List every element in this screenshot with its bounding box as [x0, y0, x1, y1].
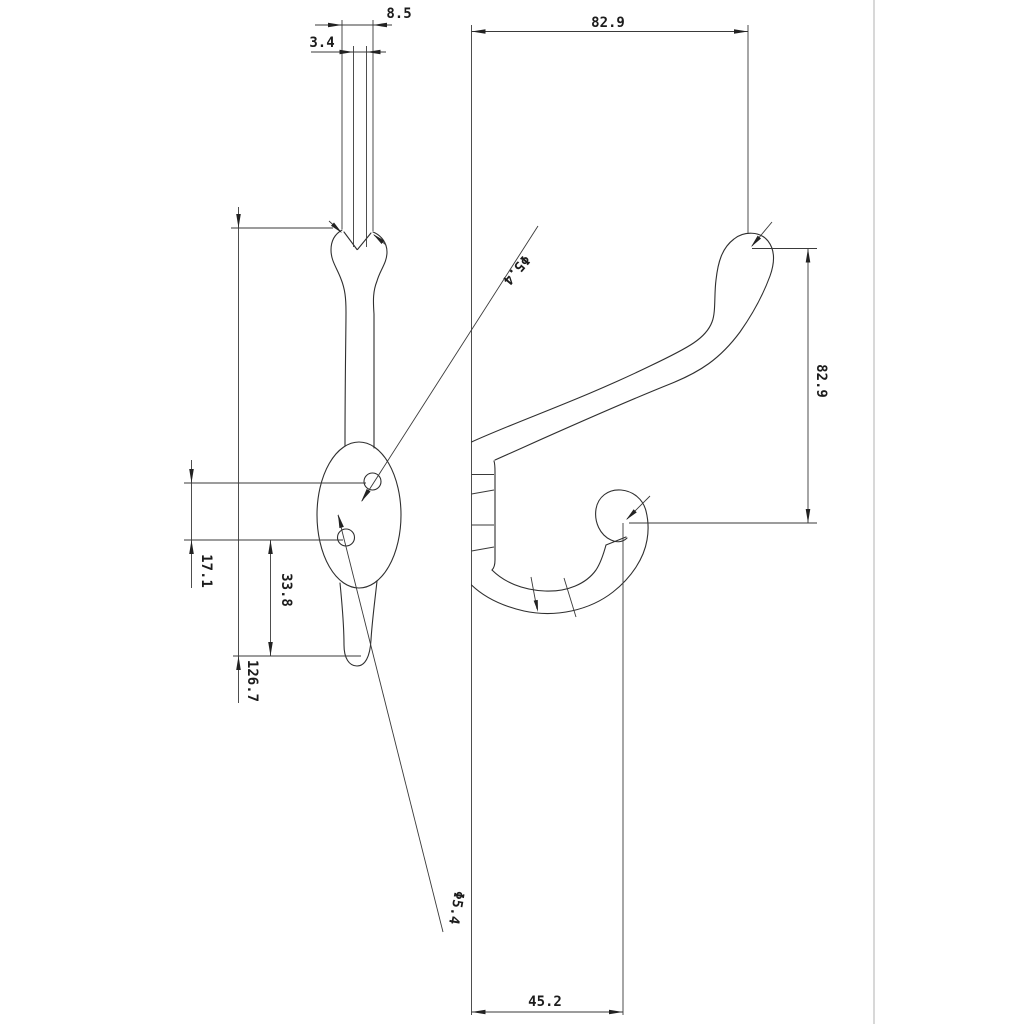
- arrowhead: [373, 234, 385, 245]
- arrowhead: [338, 514, 344, 529]
- arrowhead: [533, 599, 538, 612]
- arrowhead: [626, 509, 637, 520]
- dim-text-tip-outer: 8.5: [386, 6, 411, 22]
- dim-text-tip-inner: 3.4: [309, 35, 334, 51]
- front-screw-hole-lower: [336, 528, 356, 547]
- leader-line: [361, 225, 539, 502]
- arrowhead: [268, 642, 273, 656]
- front-screw-hole-upper: [363, 472, 382, 491]
- arrowhead: [236, 656, 241, 670]
- arrowhead: [189, 540, 194, 554]
- dimensions: 8.5 3.4 82.9 82.9: [184, 6, 829, 1015]
- dim-hole-span: 17.1: [184, 460, 366, 588]
- arrowhead: [471, 29, 486, 34]
- dim-depth-top: 82.9: [471, 15, 749, 233]
- front-neck-right-edge: [372, 231, 388, 449]
- arrowhead: [268, 540, 273, 554]
- front-tip-v-right: [356, 232, 372, 251]
- side-lower-hook-curl: [595, 489, 647, 543]
- arrowhead: [805, 509, 811, 523]
- arrowhead: [236, 214, 241, 228]
- dim-text-total-height: 126.7: [244, 660, 260, 702]
- arrowhead: [330, 222, 342, 233]
- arrowhead: [471, 1009, 486, 1015]
- front-view: [316, 220, 402, 667]
- dim-total-height: 126.7: [231, 207, 361, 703]
- side-lower-hook-outer: [470, 510, 649, 614]
- dim-text-lower-span: 33.8: [278, 573, 294, 607]
- arrowhead: [189, 469, 194, 483]
- front-tip-v-left: [343, 231, 358, 251]
- leader-line: [337, 514, 444, 933]
- arrowhead: [751, 235, 762, 247]
- dim-projection: 45.2: [471, 523, 624, 1015]
- arrowhead: [373, 22, 387, 28]
- side-plate-edge: [491, 460, 496, 571]
- dim-tip-inner: 3.4: [309, 35, 386, 247]
- side-upper-hook: [470, 232, 775, 461]
- dim-text-depth-top: 82.9: [591, 15, 625, 31]
- arrowhead: [734, 29, 748, 34]
- dim-text-hole-dia-top: Φ5.4: [499, 252, 533, 288]
- dim-text-hole-dia-bottom: Φ5.4: [445, 890, 467, 926]
- side-lower-hook-inner: [491, 544, 607, 592]
- dim-drop-right: 82.9: [629, 248, 829, 524]
- dim-hole-dia-top: Φ5.4: [361, 225, 539, 502]
- arrowhead: [805, 248, 811, 263]
- dim-text-hole-span: 17.1: [198, 554, 214, 588]
- front-neck-left-edge: [330, 229, 347, 447]
- side-tick-mark: [563, 577, 577, 618]
- dim-hole-dia-bottom: Φ5.4: [337, 514, 467, 933]
- arrowhead: [339, 49, 354, 55]
- front-backplate-oval: [316, 441, 402, 589]
- arrowhead: [609, 1009, 623, 1015]
- side-hole-line: [471, 489, 495, 495]
- dim-tip-outer: 8.5: [315, 6, 412, 231]
- arrowhead: [328, 22, 342, 28]
- dim-text-projection: 45.2: [528, 994, 562, 1010]
- arrowhead: [361, 489, 371, 502]
- dim-text-drop-right: 82.9: [813, 364, 829, 398]
- arrowhead: [366, 49, 381, 55]
- tip-leaders: [626, 221, 773, 520]
- dim-lower-span: 33.8: [268, 540, 294, 656]
- side-view: [470, 25, 775, 1015]
- side-hole-line: [471, 546, 495, 552]
- front-lower-stem: [339, 580, 378, 667]
